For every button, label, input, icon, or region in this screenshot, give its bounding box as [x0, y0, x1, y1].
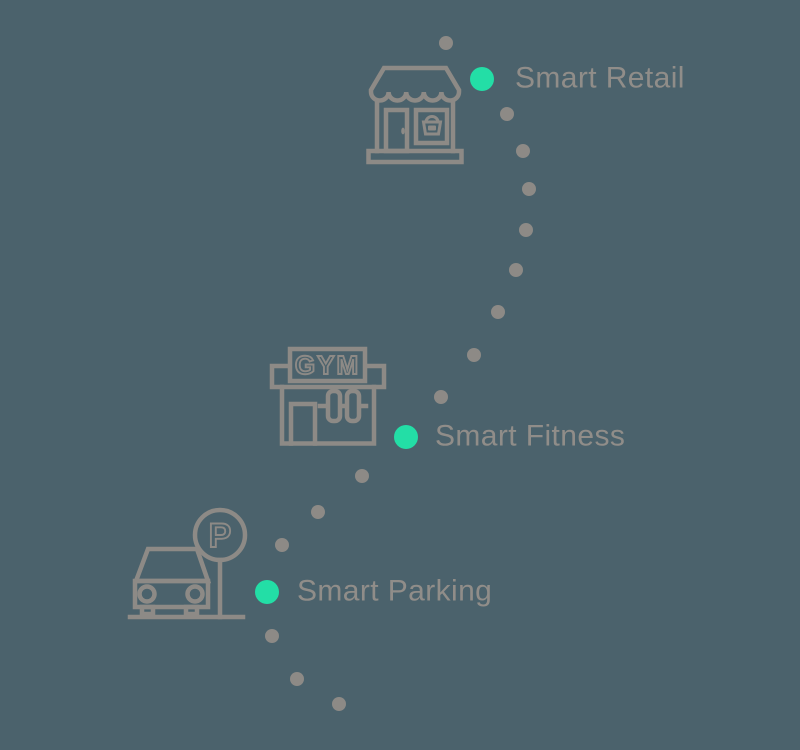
path-dot — [467, 348, 481, 362]
label-smart-fitness: Smart Fitness — [435, 419, 626, 453]
path-dot — [491, 305, 505, 319]
label-smart-retail: Smart Retail — [515, 61, 685, 95]
store-window — [413, 107, 450, 146]
path-dot — [332, 697, 346, 711]
parking-icon-svg: P — [127, 507, 248, 620]
path-dot — [311, 505, 325, 519]
store-awning — [368, 65, 462, 103]
parking-icon: P — [120, 504, 255, 626]
station-marker — [255, 580, 279, 604]
path-dot — [516, 144, 530, 158]
basket-band — [428, 125, 436, 131]
station-marker — [394, 425, 418, 449]
station-marker — [470, 67, 494, 91]
car-light-left — [137, 584, 157, 604]
path-dot — [522, 182, 536, 196]
store-base — [366, 148, 464, 165]
path-dot — [439, 36, 453, 50]
dumbbell-plate-right — [344, 388, 362, 424]
basket-body — [421, 120, 443, 136]
gym-sign-board — [287, 346, 368, 384]
gym-body — [279, 384, 377, 446]
store-door — [383, 107, 410, 154]
gym-icon-svg: GYM — [269, 346, 387, 446]
path-dot — [275, 538, 289, 552]
path-dot — [500, 107, 514, 121]
car-light-right — [185, 584, 205, 604]
car-body — [132, 578, 211, 610]
path-dot — [355, 469, 369, 483]
path-dot — [434, 390, 448, 404]
basket-handle — [424, 115, 440, 123]
parking-sign-circle — [192, 507, 248, 563]
store-door-handle — [401, 127, 405, 135]
dumbbell-plate-left — [325, 388, 343, 424]
label-smart-parking: Smart Parking — [297, 574, 493, 608]
gym-icon: GYM — [268, 344, 388, 448]
parking-sign-letter: P — [209, 517, 232, 555]
path-dot — [509, 263, 523, 277]
car-wheel-left — [139, 604, 156, 617]
path-dot — [290, 672, 304, 686]
storefront-icon-svg — [366, 65, 464, 165]
path-dot — [519, 223, 533, 237]
gym-sign-text: GYM — [295, 350, 360, 380]
storefront-icon — [360, 60, 470, 170]
car-cabin — [132, 546, 212, 584]
path-dot — [265, 629, 279, 643]
gym-door — [288, 401, 318, 446]
car-wheel-right — [183, 604, 200, 617]
store-walls — [374, 99, 456, 154]
